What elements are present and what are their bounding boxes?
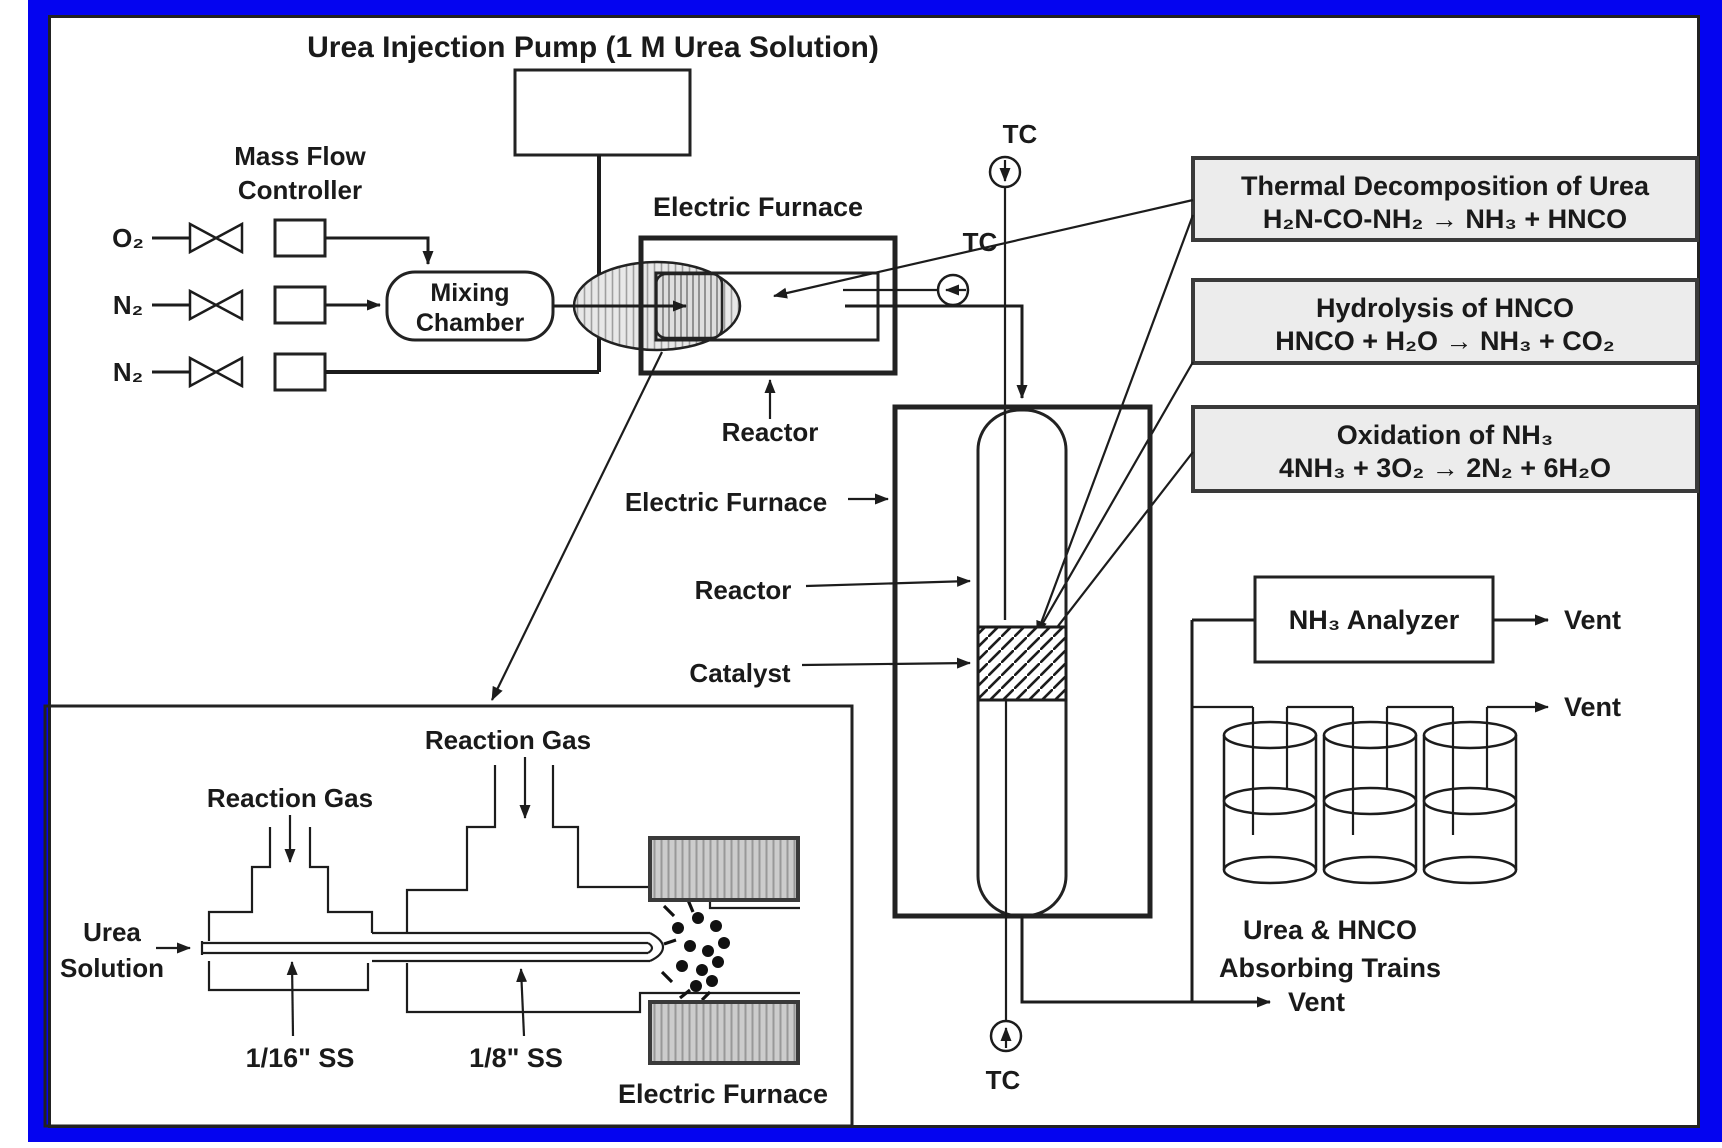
urea-solution-label-line2: Solution [60, 953, 164, 983]
reaction1-title: Thermal Decomposition of Urea [1241, 171, 1650, 201]
electric-furnace-inset-label: Electric Furnace [618, 1079, 828, 1109]
pump-title: Urea Injection Pump (1 M Urea Solution) [307, 31, 879, 64]
vent-bypass-label: Vent [1288, 987, 1345, 1017]
n2-feed-line-1: N₂ [113, 285, 381, 325]
mixing-chamber: Mixing Chamber [385, 270, 555, 342]
sampling-section: NH₃ Analyzer Vent Vent [1190, 575, 1621, 1002]
reactor-main-label: Reactor [695, 575, 792, 605]
electric-furnace-top-label: Electric Furnace [653, 192, 863, 222]
inset-pointer-line [491, 351, 663, 701]
reaction2-title: Hydrolysis of HNCO [1316, 293, 1574, 323]
absorber-cylinder-2 [1322, 720, 1418, 885]
tee-fitting-left [207, 827, 374, 992]
catalyst-bed [976, 625, 1068, 702]
absorbing-trains-label-line1: Urea & HNCO [1243, 915, 1417, 945]
tube-inner-label: 1/16" SS [246, 1043, 355, 1073]
pointer-thermal-to-catalyst [1035, 214, 1195, 635]
valve-icon [188, 288, 244, 322]
pointer-thermal-to-reactor [773, 198, 1194, 299]
reactor-top-label: Reactor [722, 417, 819, 447]
valve-icon [188, 221, 244, 255]
n2-label-1: N₂ [113, 290, 143, 320]
top-furnace-section: Electric Furnace Reactor TC TC [553, 119, 1038, 620]
inset-box [43, 704, 854, 1128]
valve-icon [188, 355, 244, 389]
vent-analyzer-label: Vent [1564, 605, 1621, 635]
reaction3-equation: 4NH₃ + 3O₂ → 2N₂ + 6H₂O [1279, 453, 1611, 483]
absorber-cylinder-1 [1222, 720, 1318, 885]
reactor-outlet-line [1020, 916, 1271, 1008]
reaction-box-oxidation: Oxidation of NH₃ 4NH₃ + 3O₂ → 2N₂ + 6H₂O [1191, 405, 1699, 493]
reaction-gas-right-label: Reaction Gas [425, 725, 591, 755]
tc-top-label: TC [1003, 119, 1038, 149]
thermocouple-side: TC [843, 227, 998, 307]
mixing-chamber-line1: Mixing [430, 279, 509, 307]
heater-element-bottom [648, 1000, 800, 1065]
reaction-box-thermal-decomposition: Thermal Decomposition of Urea H₂N-CO-NH₂… [1191, 156, 1699, 242]
vent-trains-label: Vent [1564, 692, 1621, 722]
pointer-hydrolysis-to-catalyst [1031, 361, 1194, 643]
n2-label-2: N₂ [113, 357, 143, 387]
mixing-chamber-line2: Chamber [416, 309, 525, 337]
nh3-analyzer-label: NH₃ Analyzer [1289, 605, 1460, 635]
absorber-cylinder-3 [1422, 720, 1518, 885]
injector-tubes [200, 931, 665, 963]
pump-box [513, 68, 692, 157]
spray-droplets [660, 899, 730, 1002]
mfc-label-line1: Mass Flow [234, 141, 366, 171]
vertical-reactor-section: Electric Furnace Reactor Catalyst TC Ven… [625, 404, 1345, 1095]
absorber-cylinders [1222, 720, 1518, 885]
o2-feed-line: O₂ [112, 218, 434, 265]
reaction-gas-left-label: Reaction Gas [207, 783, 373, 813]
reaction-boxes: Thermal Decomposition of Urea H₂N-CO-NH₂… [773, 156, 1699, 649]
reaction-box-hydrolysis: Hydrolysis of HNCO HNCO + H₂O → NH₃ + CO… [1191, 278, 1699, 365]
reaction3-title: Oxidation of NH₃ [1337, 420, 1553, 450]
catalyst-label: Catalyst [689, 658, 790, 688]
n2-feed-line-2: N₂ [113, 313, 605, 392]
gas-feed-section: Mass Flow Controller O₂ N₂ N₂ [112, 141, 605, 392]
electric-furnace-main-label: Electric Furnace [625, 487, 827, 517]
absorbing-trains-label-line2: Absorbing Trains [1219, 953, 1441, 983]
tube-outer-label: 1/8" SS [469, 1043, 563, 1073]
heater-element-top [648, 836, 800, 902]
tee-fitting-right [405, 765, 800, 1014]
reaction1-equation: H₂N-CO-NH₂ → NH₃ + HNCO [1263, 204, 1627, 234]
mfc-label-line2: Controller [238, 175, 362, 205]
urea-solution-label-line1: Urea [83, 917, 141, 947]
injector-inset: Reaction Gas Reaction Gas Urea Solution [43, 351, 854, 1128]
thermocouple-bottom: TC [986, 700, 1023, 1095]
reaction2-equation: HNCO + H₂O → NH₃ + CO₂ [1275, 326, 1615, 356]
o2-label: O₂ [112, 223, 144, 253]
tc-bottom-label: TC [986, 1065, 1021, 1095]
